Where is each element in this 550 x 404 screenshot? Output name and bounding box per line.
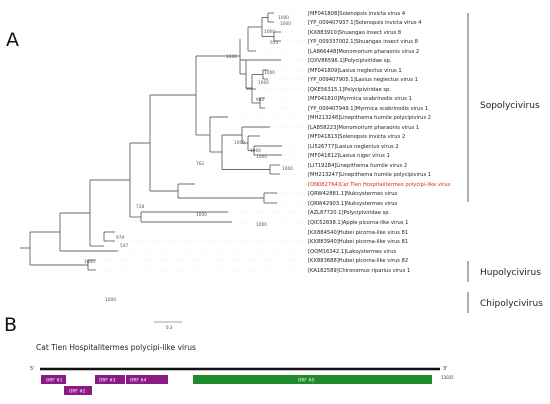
leaf-label: [YP_009407905.1]Lasius neglectus virus 1 — [308, 77, 418, 83]
leaf-label: [QKE56315.1]Polycipiviridae sp. — [308, 87, 391, 93]
bootstrap-value: 1000 — [196, 212, 207, 218]
orf-1: ORF #1 — [41, 375, 66, 384]
orf-label: ORF #5 — [298, 378, 315, 384]
orf-4: ORF #4 — [126, 375, 168, 384]
group-sopolycivirus: Sopolycivirus — [467, 13, 540, 202]
orf-box — [41, 375, 66, 384]
bootstrap-value: 1000 — [264, 70, 275, 76]
leaf-label: [LA866448]Monomorium pharaonis virus 2 — [308, 49, 419, 55]
bootstrap-value: 1000 — [264, 29, 275, 35]
bootstrap-value: 1000 — [256, 154, 267, 160]
group-label: Hupolycivirus — [480, 268, 541, 278]
tree-leaves: [MF041808]Solenopsis invicta virus 4 [YP_… — [308, 11, 451, 274]
bootstrap-value: 762 — [196, 161, 204, 167]
bootstrap-value: 1000 — [278, 15, 289, 21]
orf-box — [95, 375, 125, 384]
group-chipolycivirus: Chipolycivirus — [467, 292, 543, 313]
scale-label: 0.3 — [166, 325, 173, 330]
leaf-label: [KX884540]Hubei picorna-like virus 81 — [308, 230, 408, 236]
genome-map: 5' 3' 13035 ORF #1 ORF #2 ORF #3 ORF #4 … — [30, 366, 454, 395]
leaf-label: [MF041812]Lasius niger virus 1 — [308, 153, 390, 159]
scale-bar: 0.3 — [154, 321, 182, 330]
bootstrap-value: 728 — [136, 204, 144, 210]
three-prime-label: 3' — [443, 366, 448, 372]
leaf-label: [LI526777]Lasius neglectus virus 2 — [308, 144, 399, 150]
bootstrap-value: 955 — [270, 40, 278, 46]
bootstrap-value: 547 — [120, 243, 128, 249]
leaf-label: [YP_009407949.1]Myrmica scabrinodis viru… — [308, 106, 428, 112]
bootstrap-value: 1000 — [226, 54, 237, 60]
bootstrap-value: 1000 — [280, 21, 291, 27]
bootstrap-value: 1000 — [105, 297, 116, 303]
leaf-label: [QIC52838.1]Apple picorna-like virus 1 — [308, 220, 408, 226]
leaf-label: [YP_009407937.1]Solenopsis invicta virus… — [308, 20, 422, 26]
orf-box — [64, 386, 92, 395]
orf-box — [126, 375, 168, 384]
leaf-label: [QRW42903.1]Nuksystermes virus — [308, 201, 398, 207]
orf-box — [193, 375, 432, 384]
leaf-label: [YP_009337002.1]Shuangao insect virus 8 — [308, 39, 418, 45]
group-label: Chipolycivirus — [480, 299, 543, 309]
leaf-label: [MF041808]Solenopsis invicta virus 4 — [308, 11, 406, 17]
leaf-label: [MH213248]Linepithema humile polycipivir… — [308, 115, 431, 121]
orf-label: ORF #4 — [130, 378, 147, 384]
tree-branches — [20, 12, 306, 271]
bootstrap-value: 979 — [116, 235, 124, 241]
bootstrap-value: 962 — [256, 97, 264, 103]
leaf-label: [LI719284]Linepithema humile virus 2 — [308, 163, 407, 169]
bootstrap-value: 1000 — [234, 140, 245, 146]
panel-label-b: B — [4, 314, 17, 336]
leaf-label: [AZL87720.1]Polycipiviridae sp. — [308, 210, 391, 216]
genome-title: Cat Tien Hospitalitermes polycipi-like v… — [36, 343, 196, 352]
leaf-label: [MH213247]Linepithema humile polycipivir… — [308, 172, 431, 178]
bootstrap-value: 1000 — [84, 259, 95, 265]
orf-label: ORF #1 — [46, 378, 63, 384]
orf-label: ORF #3 — [99, 378, 116, 384]
bootstrap-value: 1000 — [282, 166, 293, 172]
leaf-label: [ON082764]Cat Tien Hospitalitermes polyc… — [308, 182, 451, 188]
leaf-label: [QXV86596.1]Polycipiviridae sp. — [308, 58, 392, 64]
leaf-label: [KA182589]Chironomus riparius virus 1 — [308, 268, 410, 274]
group-hupolycivirus: Hupolycivirus — [467, 261, 541, 282]
leaf-label: [KX883940]Hubei picorna-like virus 81 — [308, 239, 408, 245]
five-prime-label: 5' — [30, 366, 35, 372]
orf-2: ORF #2 — [64, 386, 92, 395]
leaf-label: [QRW42881.1]Nuksystermes virus — [308, 191, 398, 197]
panel-label-a: A — [6, 29, 19, 51]
leaf-label: [KX883688]Hubei picorna-like virus 82 — [308, 258, 408, 264]
leaf-label: [MF041809]Lasius neglectus virus 1 — [308, 68, 402, 74]
orf-3: ORF #3 — [95, 375, 125, 384]
orf-label: ORF #2 — [69, 389, 86, 395]
bootstrap-values: 1000100010009551000100010009621000100010… — [84, 15, 293, 303]
genome-length: 13035 — [441, 375, 454, 380]
group-label: Sopolycivirus — [480, 101, 540, 111]
bootstrap-value: 1000 — [258, 80, 269, 86]
leaf-label: [MF041810]Myrmica scabrinodis virus 1 — [308, 96, 412, 102]
leaf-label: [MF041813]Solenopsis invicta virus 2 — [308, 134, 405, 140]
leaf-label: [KX883910]Shuangao insect virus 8 — [308, 30, 401, 36]
orf-5: ORF #5 — [193, 375, 432, 384]
bootstrap-value: 1000 — [256, 222, 267, 228]
leaf-label: [LA858223]Monomorium pharaonis virus 1 — [308, 125, 419, 131]
leaf-label: [QOM16342.1]Laksystermes virus — [308, 249, 396, 255]
bootstrap-value: 1000 — [250, 148, 261, 154]
